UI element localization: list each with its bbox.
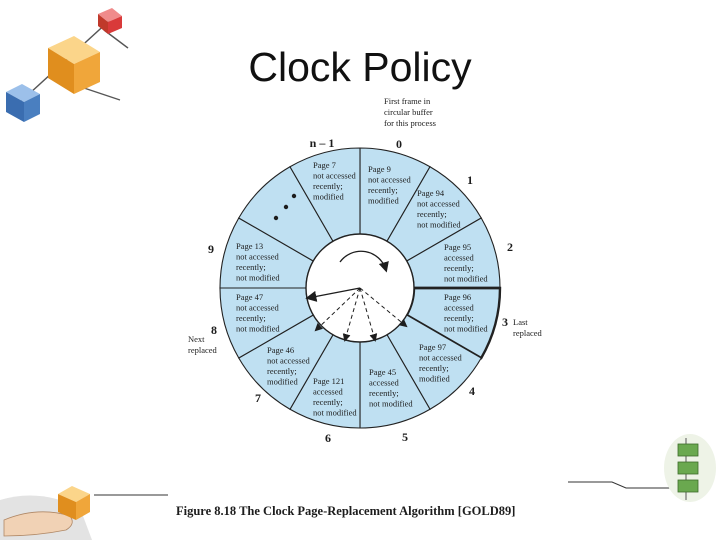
svg-text:First frame in: First frame in [384, 96, 431, 106]
svg-text:for this process: for this process [384, 118, 436, 128]
orange-cube-icon [48, 36, 100, 94]
last-replaced-note: Last replaced [513, 317, 543, 338]
slot-number-3: 3 [502, 315, 508, 329]
slot-number-1: 1 [467, 173, 473, 187]
svg-text:Last: Last [513, 317, 528, 327]
slot-number-9: 9 [208, 242, 214, 256]
slot-number-8: 8 [211, 323, 217, 337]
svg-text:circular buffer: circular buffer [384, 107, 433, 117]
figure-caption: Figure 8.18 The Clock Page-Replacement A… [176, 504, 515, 519]
red-cube-icon [98, 8, 122, 34]
right-rule [568, 482, 676, 488]
next-replaced-note: Next replaced [188, 334, 218, 355]
slot-number-n-minus-1: n – 1 [310, 136, 335, 150]
svg-text:Next: Next [188, 334, 205, 344]
slot-number-2: 2 [507, 240, 513, 254]
first-frame-note: First frame in circular buffer for this … [384, 96, 436, 128]
svg-text:replaced: replaced [513, 328, 543, 338]
slot-number-6: 6 [325, 431, 331, 445]
slot-number-0: 0 [396, 137, 402, 151]
cube-cluster-clipart [6, 8, 128, 122]
slot-number-4: 4 [469, 384, 475, 398]
slot-number-5: 5 [402, 430, 408, 444]
svg-text:replaced: replaced [188, 345, 218, 355]
stacked-blocks-clipart [664, 434, 716, 502]
hand-cube-clipart [0, 486, 92, 540]
blue-cube-icon [6, 84, 40, 122]
slot-number-7: 7 [255, 391, 261, 405]
